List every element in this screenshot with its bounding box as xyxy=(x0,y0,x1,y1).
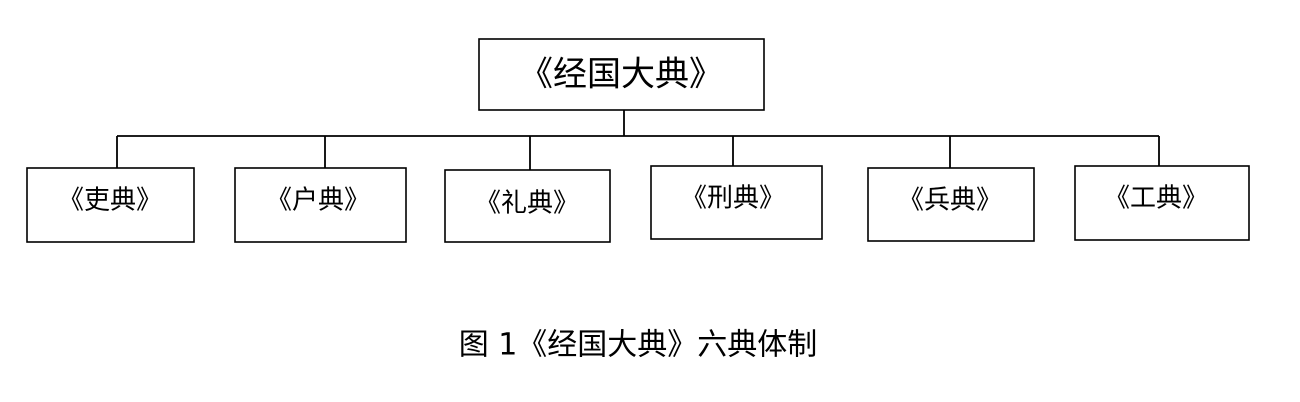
child-box-1 xyxy=(26,167,195,243)
child-node-2: 《户典》 xyxy=(234,167,407,243)
child-node-3: 《礼典》 xyxy=(444,169,611,243)
child-box-3 xyxy=(444,169,611,243)
child-label-2: 《户典》 xyxy=(266,186,370,216)
connectors xyxy=(116,110,1160,170)
child-node-1: 《吏典》 xyxy=(26,167,195,243)
child-box-2 xyxy=(234,167,407,243)
root-box xyxy=(478,38,765,111)
root-node: 《经国大典》 xyxy=(478,38,765,111)
child-box-5 xyxy=(867,167,1035,242)
child-label-6: 《工典》 xyxy=(1104,184,1208,214)
figure-caption: 图 1《经国大典》六典体制 xyxy=(459,328,818,363)
child-node-6: 《工典》 xyxy=(1074,165,1250,241)
child-box-6 xyxy=(1074,165,1250,241)
child-label-1: 《吏典》 xyxy=(58,186,162,216)
child-box-4 xyxy=(650,165,823,240)
child-node-5: 《兵典》 xyxy=(867,167,1035,242)
child-node-4: 《刑典》 xyxy=(650,165,823,240)
child-label-3: 《礼典》 xyxy=(475,189,579,219)
child-label-5: 《兵典》 xyxy=(898,186,1002,216)
child-label-4: 《刑典》 xyxy=(681,184,785,214)
root-label: 《经国大典》 xyxy=(519,55,723,95)
